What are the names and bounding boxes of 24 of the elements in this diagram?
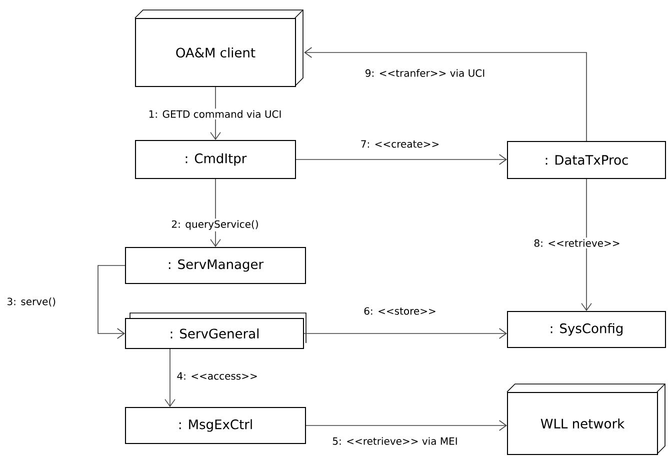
arrow [296, 154, 507, 165]
edge-label: 2: queryService() [170, 218, 260, 232]
object-box: : MsgExCtrl [125, 407, 306, 444]
node-box: OA&M client [134, 10, 304, 87]
node-box: WLL network [506, 384, 666, 455]
object-box: : CmdItpr [135, 140, 296, 179]
arrow [98, 265, 126, 339]
object-box: : ServGeneral [125, 312, 306, 349]
edge-label: 4: <<access>> [175, 370, 260, 382]
arrow [304, 47, 587, 142]
edge-label: 1: GETD command via UCI [146, 108, 284, 120]
arrow [581, 178, 592, 311]
object-box: : ServManager [125, 247, 306, 284]
object-box: : SysConfig [507, 311, 666, 348]
edge-label: 7: <<create>> [358, 138, 442, 150]
arrow [164, 348, 176, 407]
object-box: : DataTxProc [507, 141, 666, 179]
edge-label: 3: serve() [5, 296, 58, 308]
edge-label: 5: <<retrieve>> via MEI [330, 436, 460, 446]
arrow [306, 420, 507, 431]
edge-label: 6: <<store>> [362, 306, 438, 316]
edge-label: 9: <<tranfer>> via UCI [363, 68, 487, 78]
arrow [304, 328, 507, 339]
edge-label: 8: <<retrieve>> [532, 238, 622, 248]
